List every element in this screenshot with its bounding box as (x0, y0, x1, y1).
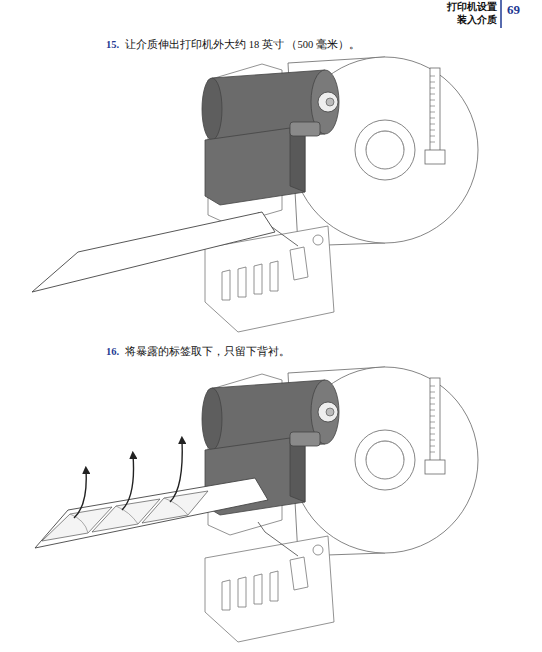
step-number: 15. (106, 39, 119, 52)
running-header: 装入介质 (457, 14, 497, 26)
backing-strip (35, 478, 268, 548)
step-text: 让介质伸出打印机外大约 18 英寸 （500 毫米）。 (125, 39, 360, 52)
step-text: 将暴露的标签取下，只留下背衬。 (125, 346, 290, 359)
page-number: 69 (507, 2, 520, 18)
printer-illustration (202, 57, 478, 332)
media-strip (32, 212, 275, 292)
running-header: 打印机设置 (447, 1, 497, 13)
step-number: 16. (106, 346, 119, 359)
peel-arrow (74, 440, 182, 518)
header-rule (500, 0, 502, 28)
